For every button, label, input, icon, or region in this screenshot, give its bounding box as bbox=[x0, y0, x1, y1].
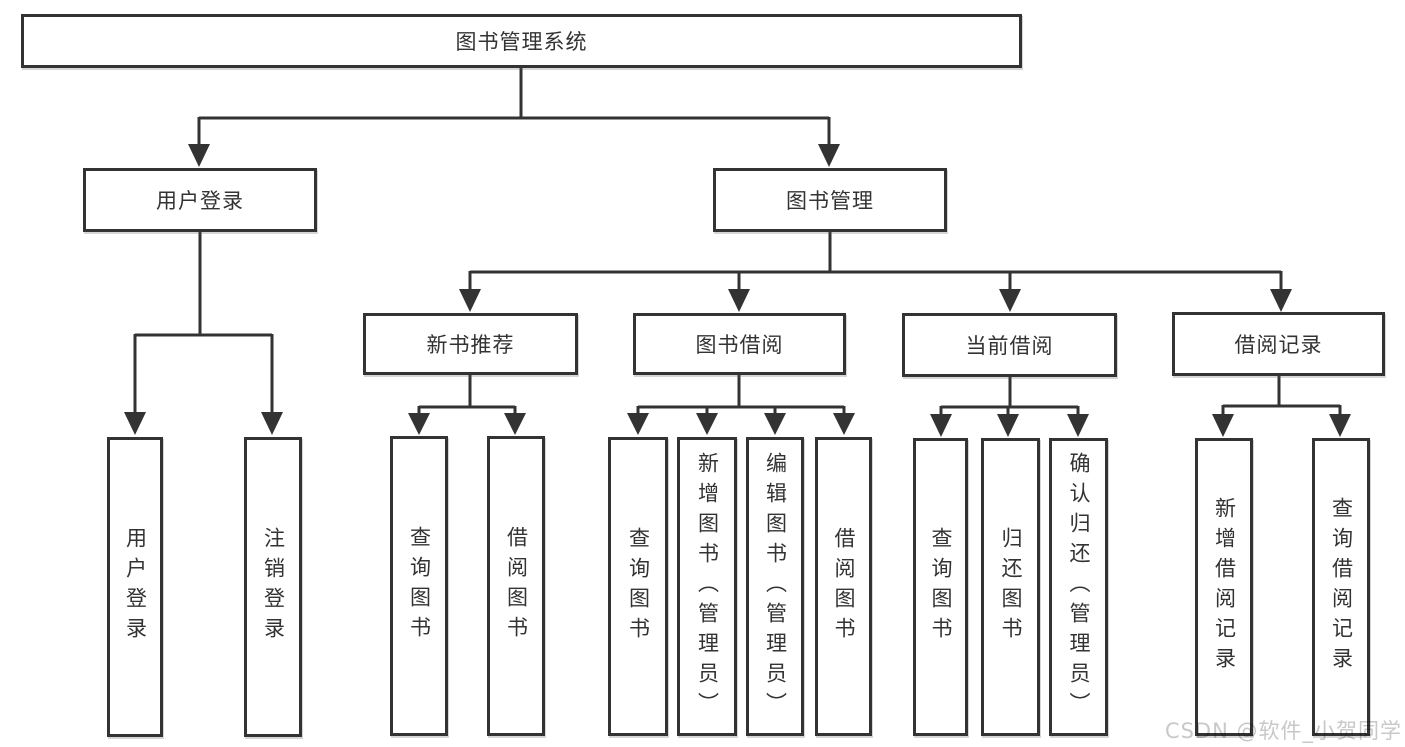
leaf-edit-book-admin: 编辑图书（管理员） bbox=[746, 437, 804, 736]
node-book-management-label: 图书管理 bbox=[786, 189, 874, 213]
leaf-query-borrow-record-label: 查询借阅记录 bbox=[1329, 497, 1354, 677]
leaf-add-borrow-record: 新增借阅记录 bbox=[1195, 438, 1253, 736]
leaf-query-books-recommend-label: 查询图书 bbox=[407, 526, 432, 646]
leaf-query-books-current-label: 查询图书 bbox=[929, 527, 953, 647]
leaf-query-books-borrowing: 查询图书 bbox=[608, 437, 668, 736]
leaf-edit-book-admin-label: 编辑图书（管理员） bbox=[763, 451, 788, 722]
leaf-add-book-admin-label: 新增图书（管理员） bbox=[695, 451, 720, 722]
node-book-management: 图书管理 bbox=[713, 168, 947, 232]
node-current-borrowing: 当前借阅 bbox=[902, 313, 1117, 377]
csdn-watermark: CSDN @软件_小贺同学 bbox=[1164, 719, 1402, 743]
arrowheads bbox=[124, 144, 1351, 437]
node-root: 图书管理系统 bbox=[21, 14, 1022, 68]
node-root-label: 图书管理系统 bbox=[455, 30, 588, 54]
node-new-book-recommend-label: 新书推荐 bbox=[426, 333, 515, 357]
leaf-add-borrow-record-label: 新增借阅记录 bbox=[1212, 497, 1237, 677]
leaf-query-borrow-record: 查询借阅记录 bbox=[1312, 438, 1370, 736]
node-new-book-recommend: 新书推荐 bbox=[363, 313, 578, 375]
leaf-borrow-books-recommend: 借阅图书 bbox=[487, 436, 545, 736]
node-book-borrowing-label: 图书借阅 bbox=[695, 333, 784, 357]
leaf-query-books-recommend: 查询图书 bbox=[390, 436, 448, 736]
node-book-borrowing: 图书借阅 bbox=[633, 313, 846, 375]
node-user-login-label: 用户登录 bbox=[156, 189, 244, 213]
leaf-user-login: 用户登录 bbox=[107, 437, 163, 737]
leaf-borrow-books-borrowing-label: 借阅图书 bbox=[832, 526, 856, 647]
node-user-login: 用户登录 bbox=[83, 168, 317, 232]
node-borrowing-records-label: 借阅记录 bbox=[1234, 333, 1323, 357]
leaf-query-books-borrowing-label: 查询图书 bbox=[626, 526, 651, 647]
leaf-user-login-label: 用户登录 bbox=[123, 527, 148, 647]
leaf-confirm-return-admin: 确认归还（管理员） bbox=[1049, 438, 1108, 736]
leaf-logout-label: 注销登录 bbox=[261, 527, 286, 647]
leaf-return-book-label: 归还图书 bbox=[999, 527, 1023, 647]
node-borrowing-records: 借阅记录 bbox=[1172, 312, 1385, 376]
leaf-query-books-current: 查询图书 bbox=[913, 438, 968, 736]
leaf-logout: 注销登录 bbox=[244, 437, 302, 737]
leaf-return-book: 归还图书 bbox=[981, 438, 1040, 736]
leaf-confirm-return-admin-label: 确认归还（管理员） bbox=[1067, 452, 1091, 722]
leaf-add-book-admin: 新增图书（管理员） bbox=[677, 437, 737, 736]
node-current-borrowing-label: 当前借阅 bbox=[965, 334, 1054, 358]
leaf-borrow-books-borrowing: 借阅图书 bbox=[815, 437, 872, 736]
leaf-borrow-books-recommend-label: 借阅图书 bbox=[504, 526, 529, 646]
